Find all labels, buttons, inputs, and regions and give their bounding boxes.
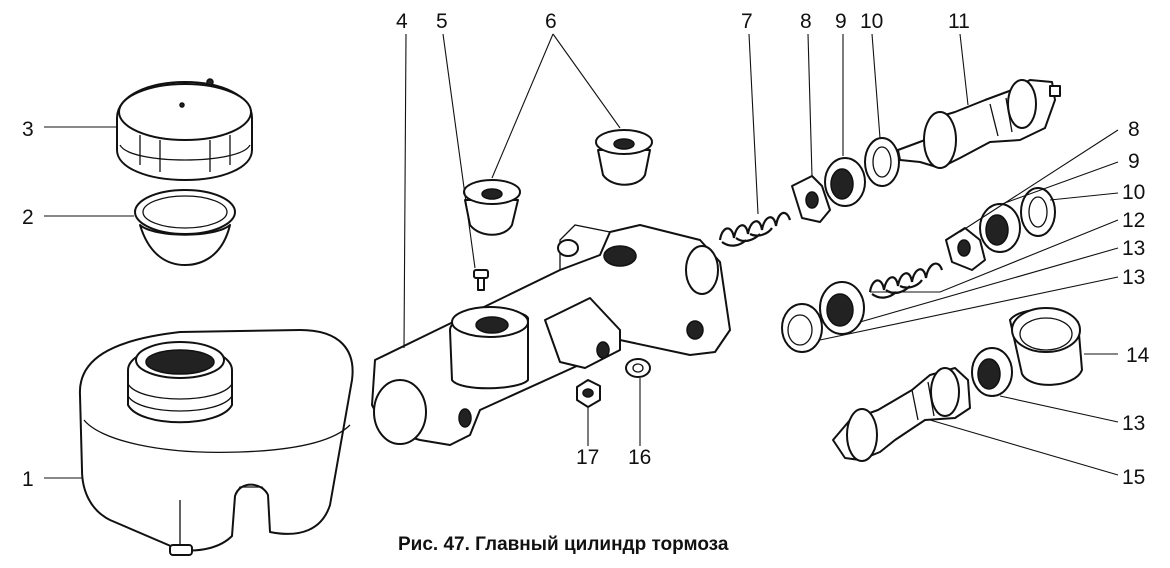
seal-part-13-a — [819, 281, 865, 335]
piston-part-11 — [897, 79, 1061, 169]
label-2: 2 — [22, 206, 34, 229]
label-4: 4 — [396, 10, 408, 33]
seal-part-9-upper — [824, 157, 866, 207]
washer-part-16 — [625, 358, 651, 378]
washer-part-10-lower — [1020, 187, 1056, 237]
label-7: 7 — [741, 10, 753, 33]
washer-part-10-upper — [864, 137, 900, 187]
seal-part-13-c — [971, 347, 1013, 397]
label-5: 5 — [436, 10, 448, 33]
seal-part-13-b — [781, 303, 823, 353]
label-11: 11 — [948, 10, 970, 33]
label-12: 12 — [1122, 209, 1145, 232]
leader-lines — [44, 33, 1119, 479]
label-6: 6 — [545, 10, 557, 33]
label-13-b: 13 — [1122, 266, 1145, 289]
gasket-part-2 — [134, 189, 236, 266]
boot-part-14 — [1009, 307, 1083, 386]
bush-part-6-left — [463, 179, 521, 236]
piston-part-15 — [832, 367, 971, 462]
bush-part-6-right — [595, 129, 653, 186]
part-number-labels: 1 2 3 4 5 6 7 8 9 10 11 8 9 10 12 13 13 … — [22, 10, 1150, 491]
cylinder-body-part-4 — [371, 224, 731, 446]
label-15: 15 — [1122, 466, 1145, 489]
stop-screw-part-5 — [473, 269, 489, 291]
label-3: 3 — [22, 118, 34, 141]
spring-cup-part-8-lower — [945, 227, 986, 271]
label-14: 14 — [1126, 344, 1150, 367]
label-9-upper: 9 — [835, 10, 847, 33]
nut-part-17 — [576, 379, 601, 408]
label-10-lower: 10 — [1122, 181, 1145, 204]
label-8-lower: 8 — [1128, 118, 1140, 141]
label-16: 16 — [628, 446, 651, 469]
spring-cup-part-8-upper — [791, 175, 831, 223]
seal-part-9-lower — [979, 203, 1021, 253]
figure-caption: Рис. 47. Главный цилиндр тормоза — [398, 534, 729, 555]
label-10-upper: 10 — [860, 10, 883, 33]
reservoir-part-1 — [78, 329, 354, 556]
label-9-lower: 9 — [1128, 150, 1140, 173]
label-8-upper: 8 — [800, 10, 812, 33]
spring-part-7 — [718, 211, 792, 247]
label-13-a: 13 — [1122, 237, 1145, 260]
spring-part-12 — [868, 262, 944, 299]
label-1: 1 — [22, 468, 34, 491]
filler-cap-part-3 — [116, 78, 253, 181]
label-13-c: 13 — [1122, 412, 1145, 435]
label-17: 17 — [576, 446, 599, 469]
